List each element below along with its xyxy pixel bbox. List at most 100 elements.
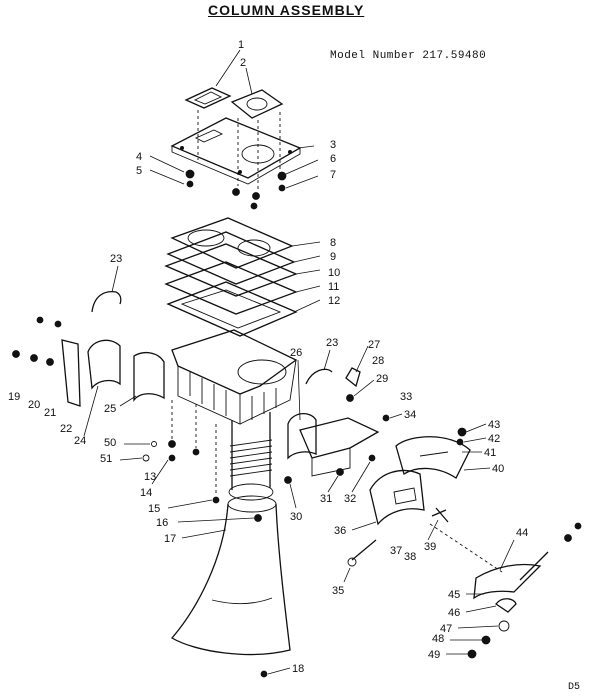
part-48-nut xyxy=(481,635,491,645)
callout-11: 11 xyxy=(328,281,339,293)
leader-line xyxy=(463,437,487,443)
callout-23-right: 23 xyxy=(326,337,338,349)
leader-line xyxy=(215,49,241,87)
leader-line xyxy=(119,395,137,407)
column-parts xyxy=(12,87,582,678)
callout-14: 14 xyxy=(140,487,152,499)
part-21-nut xyxy=(46,358,54,366)
leader-line xyxy=(151,459,169,485)
leader-line xyxy=(149,155,185,173)
leader-line xyxy=(295,285,321,293)
part-screw xyxy=(54,320,62,328)
leader-line xyxy=(177,517,255,523)
part-32-washer xyxy=(368,454,376,462)
leader-line xyxy=(293,255,321,263)
part-22-clip xyxy=(61,339,81,407)
callout-49: 49 xyxy=(428,649,440,661)
part-39-spring xyxy=(431,507,449,523)
diagram-title: COLUMN ASSEMBLY xyxy=(208,2,365,18)
part-46-bushing xyxy=(495,598,517,613)
part-40-handle xyxy=(395,436,471,479)
part-6-nut xyxy=(277,171,287,181)
leader-line xyxy=(111,265,119,293)
part-42-washer xyxy=(456,438,464,446)
callout-26: 26 xyxy=(290,347,302,359)
leader-line xyxy=(499,539,515,571)
part-47-washer xyxy=(498,620,510,632)
callout-23-left: 23 xyxy=(110,253,122,265)
callout-10: 10 xyxy=(328,267,340,279)
callout-21: 21 xyxy=(44,407,56,419)
part-24-bracket xyxy=(87,339,121,390)
callout-24: 24 xyxy=(74,435,86,447)
callout-4: 4 xyxy=(136,151,142,163)
callout-41: 41 xyxy=(484,447,496,459)
part-2-plate xyxy=(230,89,284,119)
leader-line xyxy=(167,499,213,509)
part-30-swivel-bracket xyxy=(299,417,380,477)
callout-30: 30 xyxy=(290,511,302,523)
part-31-nut xyxy=(336,468,344,476)
part-26-spring-clip xyxy=(287,413,317,460)
leader-line xyxy=(293,299,321,313)
part-34-washer xyxy=(382,414,390,422)
part-19-screw xyxy=(12,350,20,358)
callout-32: 32 xyxy=(344,493,356,505)
part-25-cover xyxy=(133,351,165,402)
callout-1: 1 xyxy=(238,39,244,51)
callout-18: 18 xyxy=(292,663,304,675)
part-23-spring xyxy=(91,290,122,313)
callout-50: 50 xyxy=(104,437,116,449)
part-27-pin xyxy=(345,367,361,388)
column-housing xyxy=(171,329,298,425)
part-nut xyxy=(232,188,240,196)
part-18-screw xyxy=(260,670,268,678)
callout-16: 16 xyxy=(156,517,168,529)
part-11-gasket xyxy=(164,261,298,315)
callout-38: 38 xyxy=(404,551,416,563)
part-nut xyxy=(564,534,572,542)
callout-51: 51 xyxy=(100,453,112,465)
callout-17: 17 xyxy=(164,533,176,545)
leader-line xyxy=(285,159,319,175)
part-washer xyxy=(250,202,258,210)
callout-45: 45 xyxy=(448,589,460,601)
part-43-nut xyxy=(457,427,467,437)
leader-line xyxy=(389,413,403,419)
part-36-clamp-bracket xyxy=(369,469,425,526)
leader-line xyxy=(465,423,487,433)
part-15-screw xyxy=(212,496,220,504)
part-5-washer xyxy=(186,180,194,188)
part-50-washer xyxy=(151,441,157,447)
leader-line xyxy=(297,359,301,421)
leader-line xyxy=(297,145,315,149)
callout-36: 36 xyxy=(334,525,346,537)
leader-line xyxy=(83,385,99,437)
part-7-washer xyxy=(278,184,286,192)
callout-22: 22 xyxy=(60,423,72,435)
leader-line xyxy=(181,529,227,539)
part-washer xyxy=(192,448,200,456)
part-17-exhaust-housing xyxy=(170,495,291,656)
callout-9: 9 xyxy=(330,251,336,263)
callout-42: 42 xyxy=(488,433,500,445)
leader-line xyxy=(149,169,185,185)
part-12-gasket xyxy=(166,281,298,337)
callout-5: 5 xyxy=(136,165,142,177)
callout-28: 28 xyxy=(372,355,384,367)
part-8-gasket xyxy=(170,217,294,269)
part-1-gasket xyxy=(184,87,232,109)
callout-35: 35 xyxy=(332,585,344,597)
callout-3: 3 xyxy=(330,139,336,151)
callout-44: 44 xyxy=(516,527,528,539)
part-13-nut xyxy=(168,440,176,448)
part-23-spring xyxy=(305,368,333,385)
leader-line xyxy=(119,457,143,461)
callout-39: 39 xyxy=(424,541,436,553)
callout-27: 27 xyxy=(368,339,380,351)
callout-34: 34 xyxy=(404,409,416,421)
column-tube xyxy=(228,412,274,501)
callout-12: 12 xyxy=(328,295,340,307)
part-35-bolt xyxy=(347,539,377,567)
